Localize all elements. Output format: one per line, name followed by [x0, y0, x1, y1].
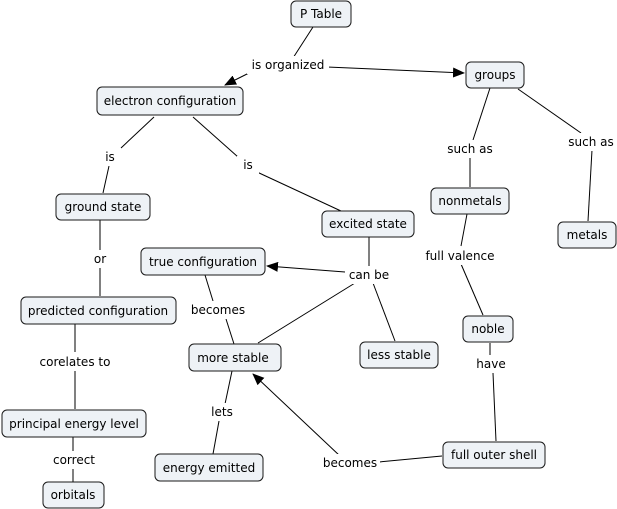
- node-groups[interactable]: groups: [465, 61, 525, 89]
- edge-canbe-trueconfig: [266, 261, 346, 273]
- node-label-nonmetals: nonmetals: [438, 194, 501, 208]
- edge-suchas2-metals: [587, 149, 593, 222]
- link-label-such-as-metals: such as: [568, 135, 613, 149]
- edge-isright-excitedstate: [256, 171, 342, 212]
- node-nonmetals[interactable]: nonmetals: [430, 187, 510, 215]
- edge-fullshell-becomes: [378, 455, 443, 463]
- edge-electronconfig-isleft: [120, 116, 155, 149]
- edges: [72, 26, 593, 482]
- edge-trueconfig-becomes: [204, 274, 214, 302]
- link-label-or: or: [94, 252, 106, 266]
- edge-canbe-morestable: [257, 282, 356, 344]
- edge-lets-energyemitted: [212, 420, 220, 455]
- edge-electronconfig-isright: [192, 116, 239, 158]
- edge-ptable-isorganized: [292, 26, 314, 59]
- link-label-lets: lets: [211, 405, 233, 419]
- node-electron-configuration[interactable]: electron configuration: [96, 86, 244, 116]
- edge-isorganized-groups: [326, 66, 465, 78]
- node-label-ground-state: ground state: [65, 200, 142, 214]
- link-label-is-right: is: [243, 158, 253, 172]
- edge-groups-suchas1: [472, 87, 491, 141]
- node-ground-state[interactable]: ground state: [55, 193, 151, 221]
- node-label-orbitals: orbitals: [51, 488, 96, 502]
- link-label-becomes-fullshell: becomes: [323, 456, 377, 470]
- node-label-noble: noble: [471, 322, 504, 336]
- edge-fullvalence-noble: [460, 263, 484, 316]
- node-label-electron-configuration: electron configuration: [104, 94, 236, 108]
- link-labels: is organized is is such as such as or fu…: [34, 56, 617, 472]
- link-label-is-organized: is organized: [252, 58, 325, 72]
- node-label-metals: metals: [567, 228, 608, 242]
- node-metals[interactable]: metals: [557, 221, 617, 249]
- edge-have-fullshell: [492, 372, 497, 442]
- node-label-energy-emitted: energy emitted: [163, 461, 255, 475]
- node-p-table[interactable]: P Table: [290, 0, 352, 28]
- edge-groups-suchas2: [517, 88, 582, 134]
- link-label-corelates-to: corelates to: [40, 355, 111, 369]
- edge-nonmetals-fullvalence: [460, 213, 468, 247]
- link-label-is-left: is: [105, 150, 115, 164]
- node-label-p-table: P Table: [300, 7, 342, 21]
- link-label-becomes-true: becomes: [191, 303, 245, 317]
- node-label-predicted-configuration: predicted configuration: [28, 304, 168, 318]
- node-less-stable[interactable]: less stable: [359, 341, 439, 369]
- node-more-stable[interactable]: more stable: [188, 343, 282, 372]
- link-label-have: have: [476, 357, 505, 371]
- node-label-excited-state: excited state: [329, 217, 407, 231]
- node-full-outer-shell[interactable]: full outer shell: [442, 441, 546, 469]
- node-label-full-outer-shell: full outer shell: [451, 448, 537, 462]
- node-label-less-stable: less stable: [367, 348, 431, 362]
- node-excited-state[interactable]: excited state: [321, 210, 415, 238]
- link-label-correct: correct: [53, 453, 95, 467]
- edge-becomes-morestable-arrow: [252, 373, 341, 457]
- edge-becomes-morestable: [225, 318, 235, 345]
- node-label-more-stable: more stable: [197, 351, 269, 365]
- edge-canbe-lessstable: [372, 282, 396, 342]
- node-orbitals[interactable]: orbitals: [42, 481, 105, 509]
- node-label-principal-energy-level: principal energy level: [9, 417, 139, 431]
- node-true-configuration[interactable]: true configuration: [140, 247, 266, 276]
- node-label-groups: groups: [474, 68, 515, 82]
- edge-morestable-lets: [224, 370, 233, 405]
- edge-isleft-groundstate: [102, 165, 110, 194]
- node-predicted-configuration[interactable]: predicted configuration: [20, 296, 177, 325]
- link-label-full-valence: full valence: [425, 249, 494, 263]
- node-label-true-configuration: true configuration: [149, 255, 257, 269]
- edge-isorganized-electronconfig: [224, 72, 250, 86]
- node-principal-energy-level[interactable]: principal energy level: [1, 409, 147, 438]
- node-energy-emitted[interactable]: energy emitted: [154, 453, 264, 482]
- link-label-can-be: can be: [349, 268, 389, 282]
- node-noble[interactable]: noble: [462, 315, 514, 343]
- link-label-such-as-nonmetals: such as: [447, 142, 492, 156]
